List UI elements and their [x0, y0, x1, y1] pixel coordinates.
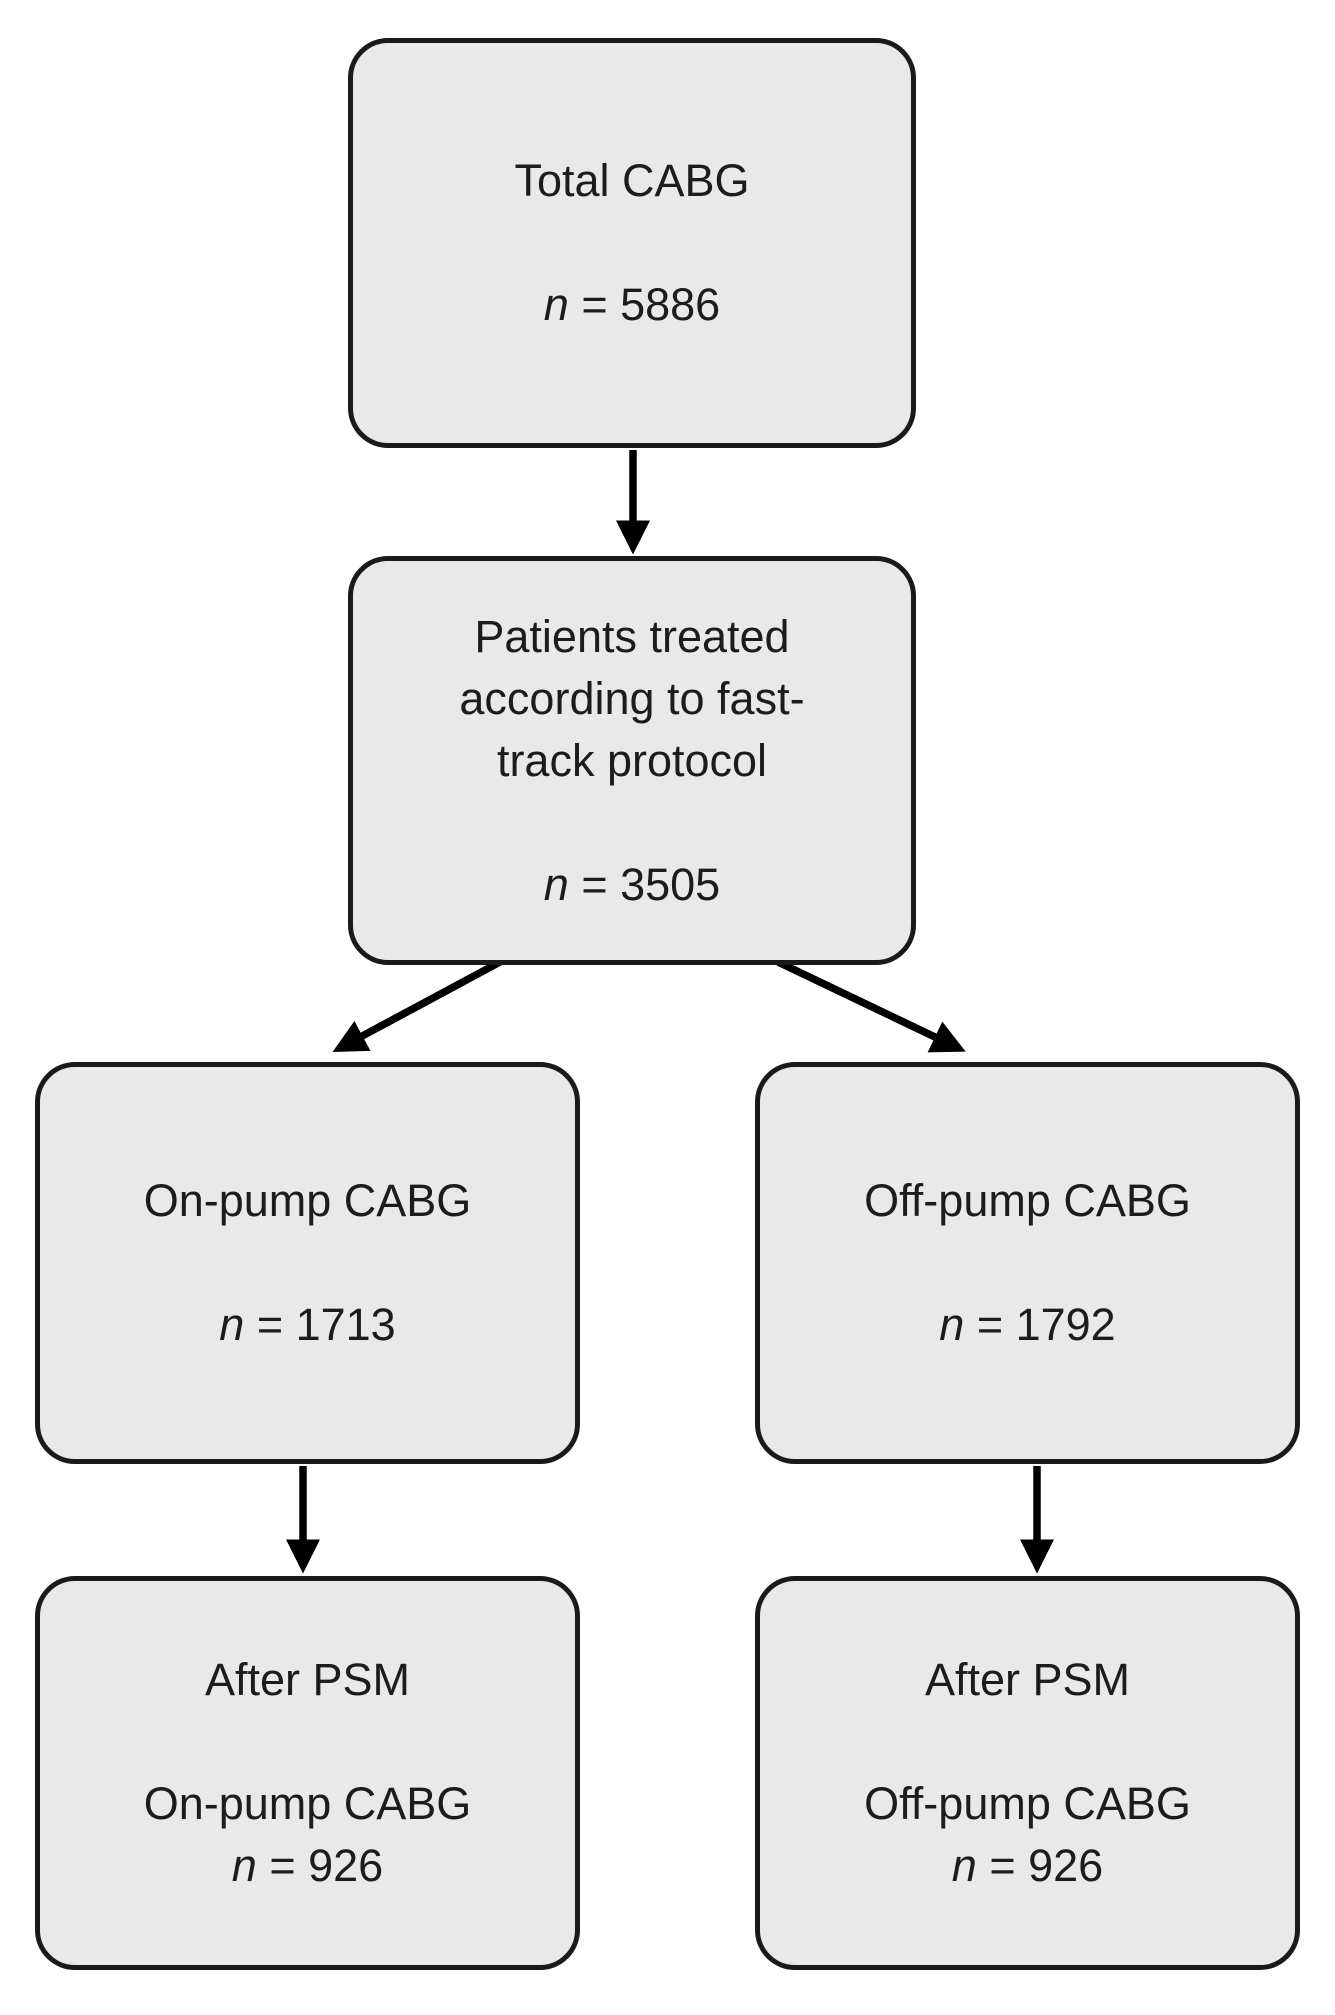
node-title: Total CABG: [514, 155, 750, 206]
n-value: = 1713: [244, 1299, 396, 1350]
n-symbol: n: [219, 1299, 245, 1350]
node-title-line-2: according to fast-: [459, 672, 805, 724]
node-after-psm-off-pump: After PSM Off-pump CABG n = 926: [755, 1576, 1300, 1970]
node-total-cabg: Total CABG n = 5886: [348, 38, 916, 448]
node-count: n = 3505: [544, 854, 720, 916]
node-count: n = 5886: [544, 274, 720, 336]
arrow-fast-track-to-off-pump: [776, 958, 966, 1053]
node-subtitle: Off-pump CABG: [864, 1778, 1191, 1829]
n-symbol: n: [939, 1299, 965, 1350]
node-count: n = 926: [952, 1835, 1103, 1897]
node-title: Off-pump CABG: [864, 1175, 1191, 1226]
n-value: = 926: [976, 1840, 1104, 1891]
node-count: n = 1713: [219, 1294, 395, 1356]
n-symbol: n: [543, 858, 569, 910]
node-title: On-pump CABG: [143, 1175, 472, 1226]
node-subtitle: On-pump CABG: [143, 1778, 472, 1829]
node-title: After PSM: [924, 1654, 1131, 1705]
node-count: n = 926: [232, 1835, 383, 1897]
n-value: = 5886: [568, 279, 721, 330]
node-fast-track-protocol: Patients treated according to fast- trac…: [348, 556, 916, 965]
node-title: After PSM: [204, 1654, 411, 1705]
node-after-psm-on-pump: After PSM On-pump CABG n = 926: [35, 1576, 580, 1970]
n-value: = 926: [256, 1840, 384, 1891]
n-value: = 3505: [568, 858, 721, 910]
node-title-line-3: track protocol: [496, 734, 768, 786]
node-on-pump-cabg: On-pump CABG n = 1713: [35, 1062, 580, 1464]
n-value: = 1792: [964, 1299, 1116, 1350]
n-symbol: n: [951, 1840, 977, 1891]
node-count: n = 1792: [939, 1294, 1115, 1356]
node-off-pump-cabg: Off-pump CABG n = 1792: [755, 1062, 1300, 1464]
n-symbol: n: [543, 279, 569, 330]
n-symbol: n: [231, 1840, 257, 1891]
arrow-fast-track-to-on-pump: [332, 958, 502, 1053]
node-title-line-1: Patients treated: [474, 610, 790, 662]
